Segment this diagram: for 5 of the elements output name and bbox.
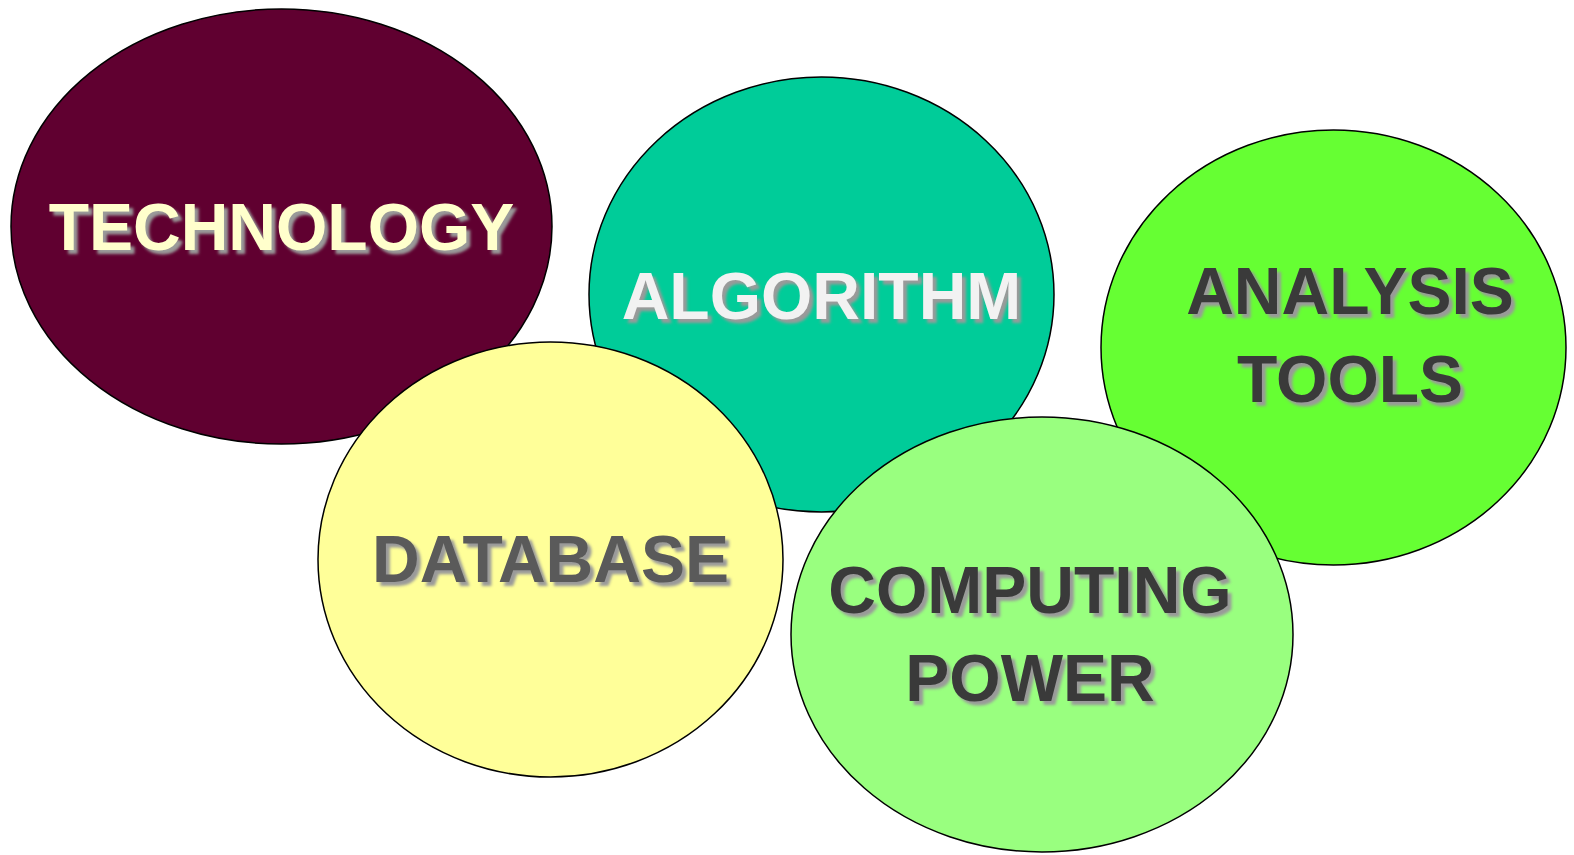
oval-label: DATABASE — [371, 521, 730, 598]
oval-label: ANALYSIS TOOLS — [1185, 253, 1515, 418]
oval-label: TECHNOLOGY — [47, 189, 516, 266]
oval-label: COMPUTING POWER — [827, 552, 1233, 717]
oval-label: ALGORITHM — [620, 258, 1023, 335]
